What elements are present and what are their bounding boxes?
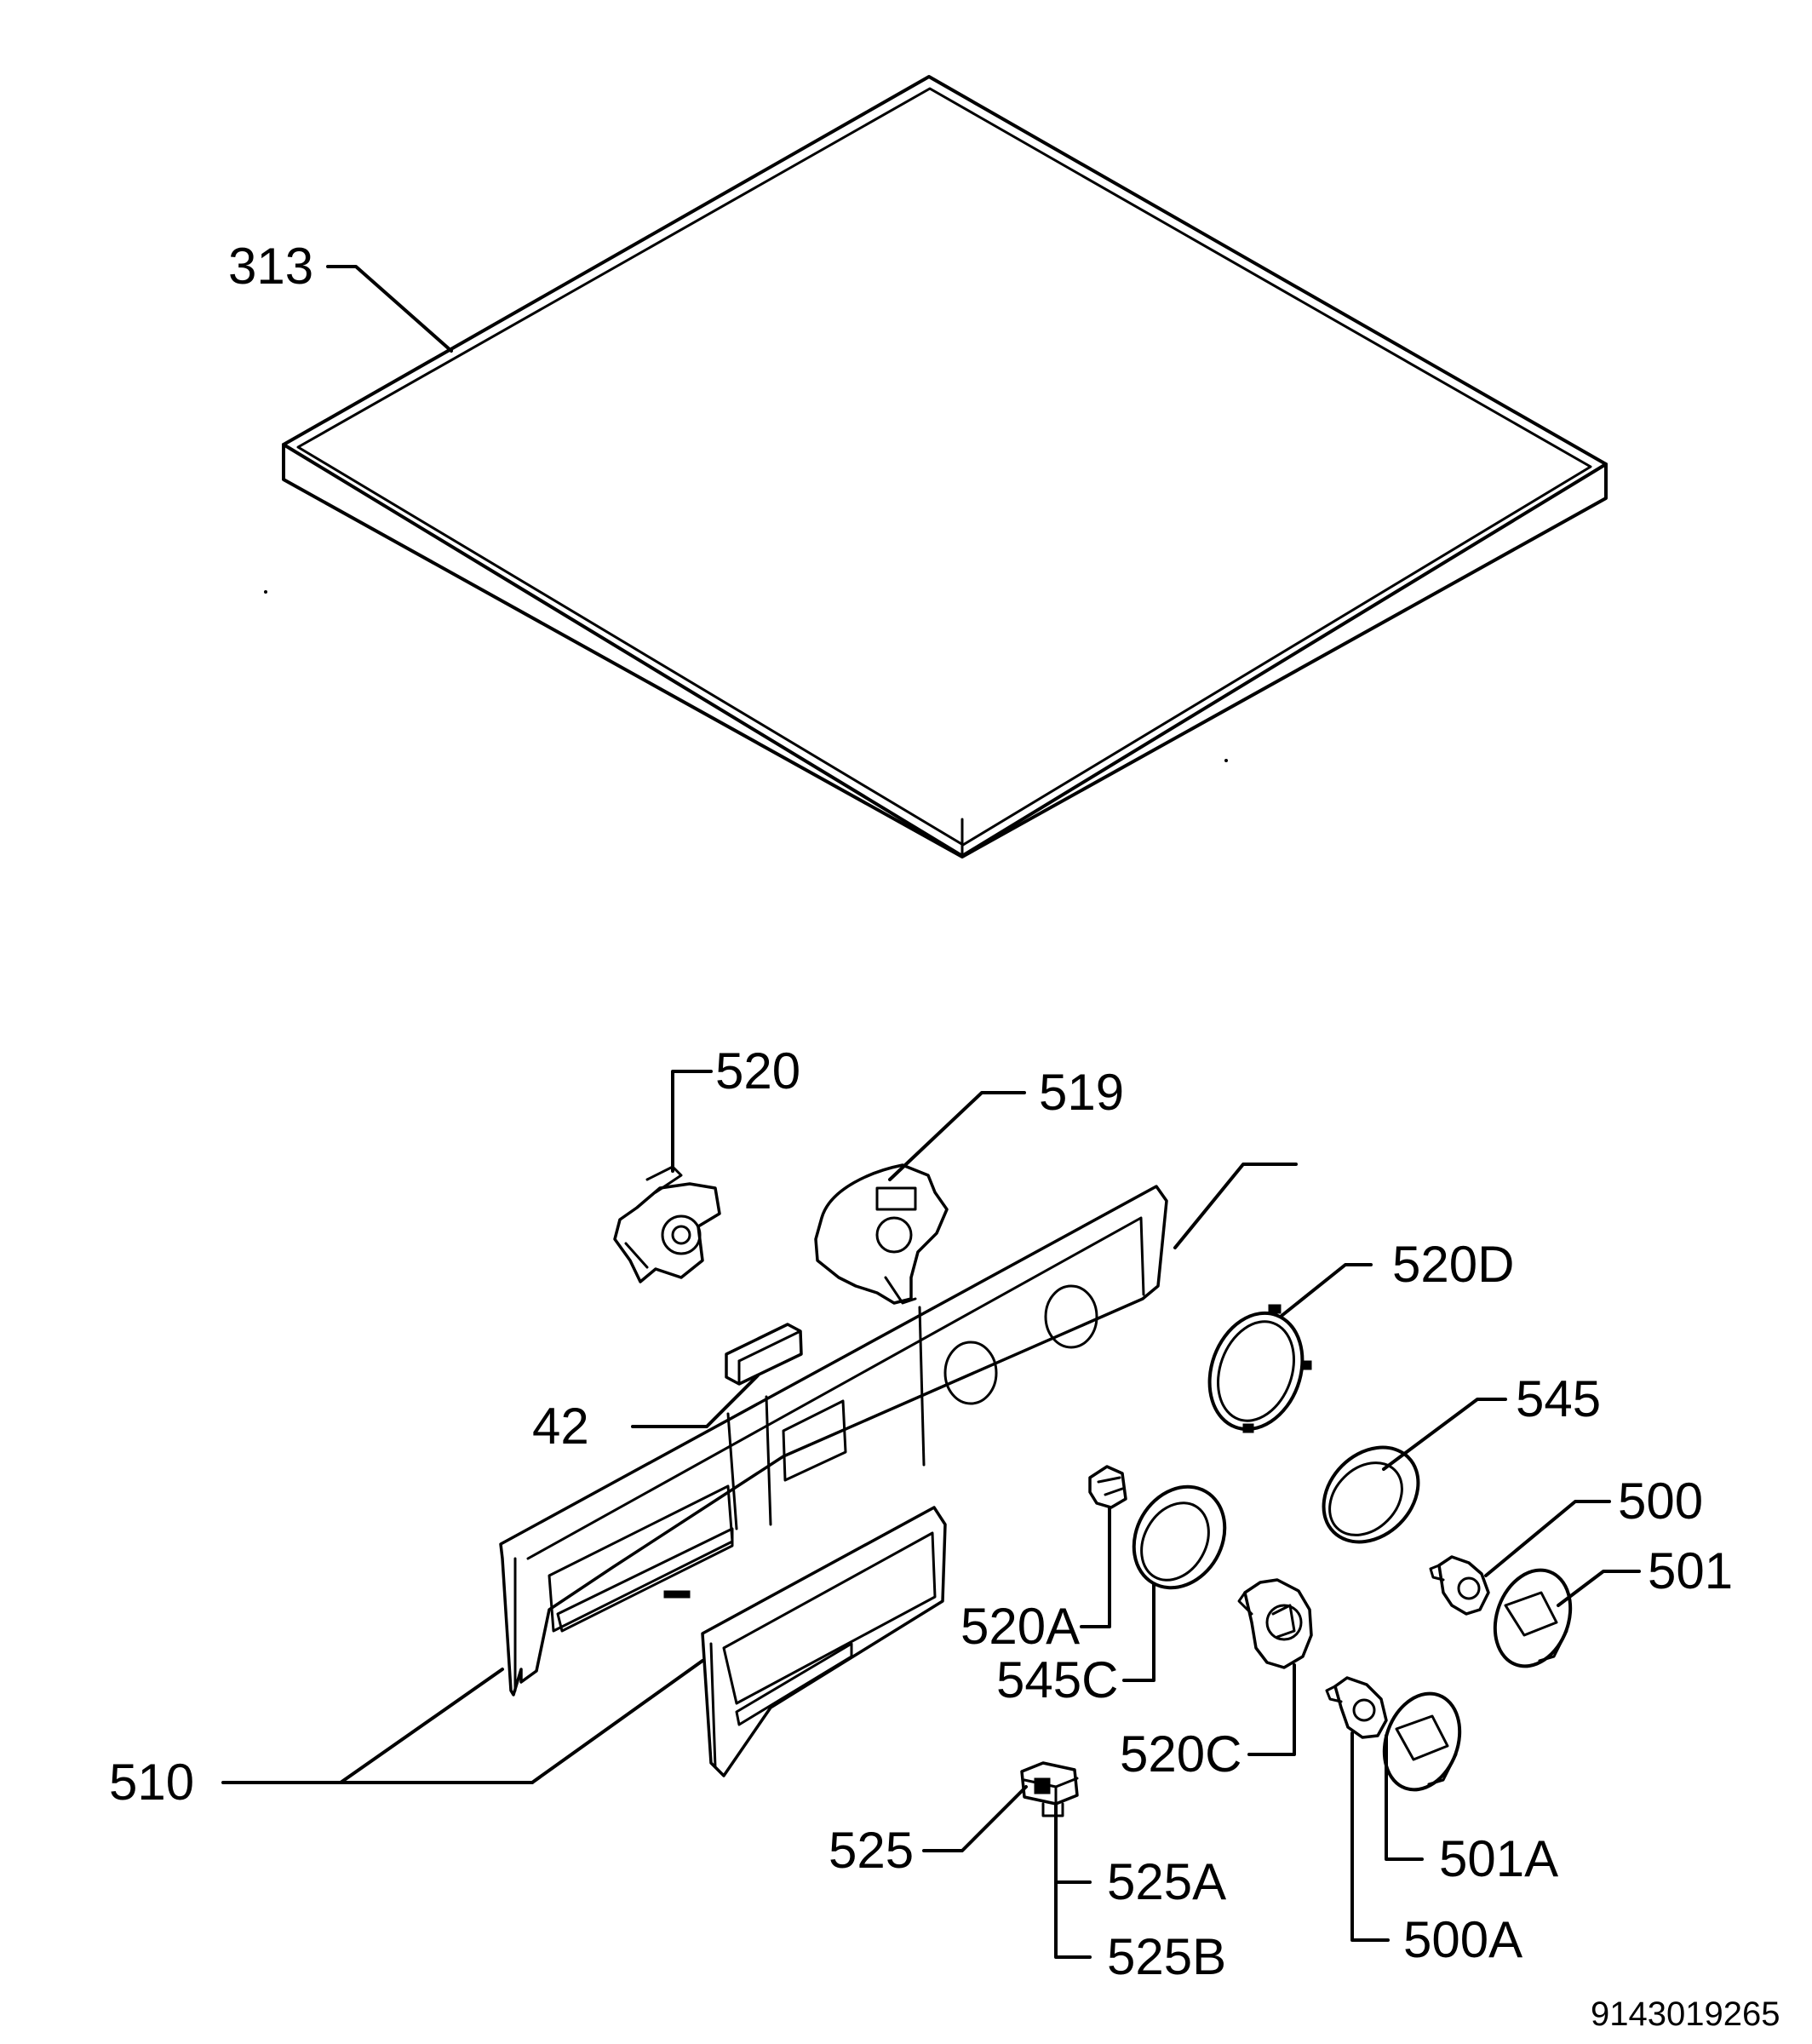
label-520: 520 [715, 1042, 800, 1100]
label-545: 545 [1516, 1370, 1601, 1427]
label-42: 42 [532, 1398, 589, 1455]
knob-501A-part [1382, 1691, 1462, 1792]
knob-520A-part [1088, 1465, 1127, 1509]
potentiometer-500-part [1429, 1555, 1490, 1616]
label-525A: 525A [1107, 1853, 1226, 1910]
drawer-handle-part [701, 1506, 947, 1777]
switch-520-part [613, 1165, 721, 1283]
label-520A: 520A [960, 1598, 1080, 1655]
label-500: 500 [1618, 1473, 1703, 1530]
label-525B: 525B [1107, 1928, 1226, 1985]
label-313: 313 [228, 238, 313, 295]
document-number: 9143019265 [1591, 1995, 1780, 2033]
ring-bracket-520D-part [1207, 1304, 1312, 1433]
label-501A: 501A [1439, 1830, 1558, 1887]
knob-501-part [1493, 1568, 1573, 1668]
label-520D: 520D [1392, 1236, 1514, 1293]
label-525: 525 [829, 1822, 914, 1879]
potentiometer-500A-part [1325, 1676, 1388, 1739]
ring-545C-part [1132, 1484, 1227, 1590]
ring-545-part [1322, 1445, 1420, 1544]
label-545C: 545C [996, 1651, 1118, 1708]
knob-520C-part [1237, 1578, 1313, 1669]
switch-bracket-519-part [814, 1163, 949, 1305]
button-42-part [725, 1323, 803, 1386]
label-520C: 520C [1120, 1725, 1241, 1783]
label-519: 519 [1039, 1064, 1124, 1121]
worktop-cover-part [282, 75, 1608, 858]
label-500A: 500A [1403, 1911, 1522, 1968]
label-501: 501 [1648, 1542, 1733, 1599]
label-510: 510 [109, 1754, 194, 1811]
control-panel-fascia [499, 1185, 1168, 1697]
part-labels: 313 520 519 520D 545 500 501 42 520A 545… [109, 238, 1780, 2033]
indicator-lamp-525-part [1020, 1761, 1079, 1817]
leader-lines [221, 265, 1641, 1959]
